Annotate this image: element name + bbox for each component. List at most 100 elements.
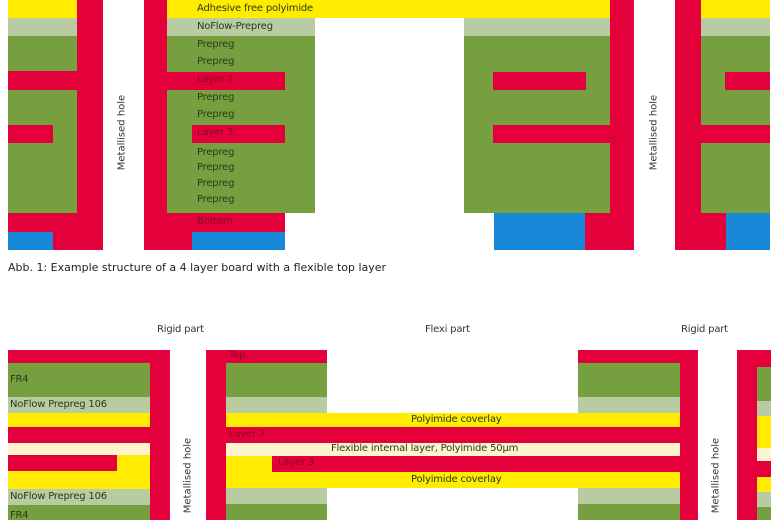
bottom-copper: [167, 213, 285, 232]
prepreg-layer: [701, 36, 770, 213]
polyimide-coverlay: [757, 416, 771, 448]
copper-layer: [701, 125, 770, 143]
label-fr4: FR4: [10, 374, 29, 385]
noflow-prepreg-layer: [226, 488, 327, 504]
copper-layer: [493, 125, 610, 143]
noflow-prepreg-layer: [464, 18, 610, 36]
rigid-part-right-label: Rigid part: [681, 324, 728, 335]
label-bottom: Bottom: [197, 216, 233, 227]
label-prepreg: Prepreg: [197, 109, 235, 120]
polyimide-coverlay: [757, 477, 771, 492]
copper-layer: [757, 461, 771, 477]
layer-3-copper: [8, 455, 117, 471]
label-top: Top: [229, 350, 246, 361]
polyimide-layer: [8, 0, 77, 18]
fr4-layer: [757, 367, 771, 401]
top-copper: [206, 350, 327, 363]
layer-2-copper: [226, 427, 680, 443]
plated-through-hole-wall: [737, 350, 757, 520]
fr4-layer: [757, 507, 771, 520]
label-prepreg: Prepreg: [197, 147, 235, 158]
label-adhesive-free-polyimide: Adhesive free polyimide: [197, 3, 313, 14]
top-copper: [578, 350, 698, 363]
solder-pad: [192, 232, 285, 250]
noflow-prepreg-layer: [226, 397, 327, 413]
copper-layer: [144, 232, 192, 250]
solder-pad: [494, 213, 585, 250]
label-layer-3: Layer 3: [197, 127, 234, 138]
flexible-internal-layer: [226, 443, 680, 456]
solder-pad: [726, 213, 770, 250]
copper-layer: [8, 71, 78, 90]
fr4-layer: [226, 504, 327, 520]
copper-layer: [725, 72, 770, 90]
fr4-layer: [578, 504, 680, 520]
noflow-prepreg-layer: [8, 397, 150, 413]
layer-2-copper: [8, 427, 150, 443]
figure-caption: Abb. 1: Example structure of a 4 layer b…: [8, 261, 387, 274]
prepreg-layer: [8, 36, 77, 71]
polyimide-layer: [701, 0, 770, 18]
metallised-hole-label: Metallised hole: [116, 94, 128, 171]
layer-3-copper: [192, 125, 285, 143]
label-polyimide-coverlay: Polyimide coverlay: [411, 414, 502, 425]
solder-pad: [8, 232, 53, 250]
metallised-hole-label: Metallised hole: [182, 437, 194, 514]
flexi-part-label: Flexi part: [425, 324, 470, 335]
label-prepreg: Prepreg: [197, 162, 235, 173]
label-noflow-prepreg-106: NoFlow Prepreg 106: [10, 399, 107, 410]
label-prepreg: Prepreg: [197, 194, 235, 205]
metallised-hole-label: Metallised hole: [648, 94, 660, 171]
layer-3-copper: [272, 456, 680, 472]
flex-core-layer: [757, 448, 771, 461]
rigid-part-left-label: Rigid part: [157, 324, 204, 335]
plated-through-hole-wall: [675, 0, 701, 250]
label-prepreg: Prepreg: [197, 178, 235, 189]
label-noflow-prepreg: NoFlow-Prepreg: [197, 21, 273, 32]
polyimide-coverlay: [226, 413, 680, 427]
copper-layer: [8, 213, 78, 232]
label-polyimide-coverlay: Polyimide coverlay: [411, 474, 502, 485]
copper-layer: [585, 213, 610, 250]
adhesive-free-polyimide-layer: [167, 0, 610, 18]
label-layer-3: Layer 3: [278, 457, 315, 468]
noflow-prepreg-layer: [167, 18, 315, 36]
flex-core-layer: [8, 443, 150, 455]
label-prepreg: Prepreg: [197, 92, 235, 103]
layer-2-copper: [167, 72, 285, 90]
fr4-layer: [226, 363, 327, 397]
label-layer-2: Layer 2: [229, 429, 266, 440]
noflow-prepreg-layer: [578, 397, 680, 413]
label-layer-2: Layer 2: [197, 74, 234, 85]
prepreg-layer: [8, 90, 77, 213]
prepreg-layer: [167, 36, 315, 213]
plated-through-hole-wall: [206, 350, 226, 520]
label-fr4: FR4: [10, 510, 29, 521]
label-prepreg: Prepreg: [197, 39, 235, 50]
plated-through-hole-wall: [610, 0, 634, 250]
label-prepreg: Prepreg: [197, 56, 235, 67]
noflow-prepreg-layer: [578, 488, 680, 504]
metallised-hole-label: Metallised hole: [710, 437, 722, 514]
fr4-layer: [8, 363, 150, 397]
noflow-prepreg-layer: [757, 401, 771, 416]
noflow-prepreg-layer: [8, 18, 77, 36]
plated-through-hole-wall: [680, 350, 698, 520]
label-noflow-prepreg-106: NoFlow Prepreg 106: [10, 491, 107, 502]
copper-layer: [8, 125, 53, 143]
copper-layer: [493, 72, 586, 90]
fr4-layer: [578, 363, 680, 397]
plated-through-hole-wall: [150, 350, 170, 520]
copper-layer: [675, 213, 726, 250]
polyimide-coverlay: [8, 413, 150, 427]
noflow-prepreg-layer: [757, 492, 771, 507]
prepreg-layer: [464, 36, 610, 213]
noflow-prepreg-layer: [701, 18, 770, 36]
fr4-layer: [8, 505, 150, 520]
plated-through-hole-wall: [77, 0, 103, 250]
top-copper: [8, 350, 170, 363]
polyimide-coverlay: [226, 472, 680, 488]
label-flexible-internal-layer: Flexible internal layer, Polyimide 50µm: [331, 443, 519, 454]
noflow-prepreg-layer: [8, 489, 150, 505]
plated-through-hole-wall: [144, 0, 167, 250]
